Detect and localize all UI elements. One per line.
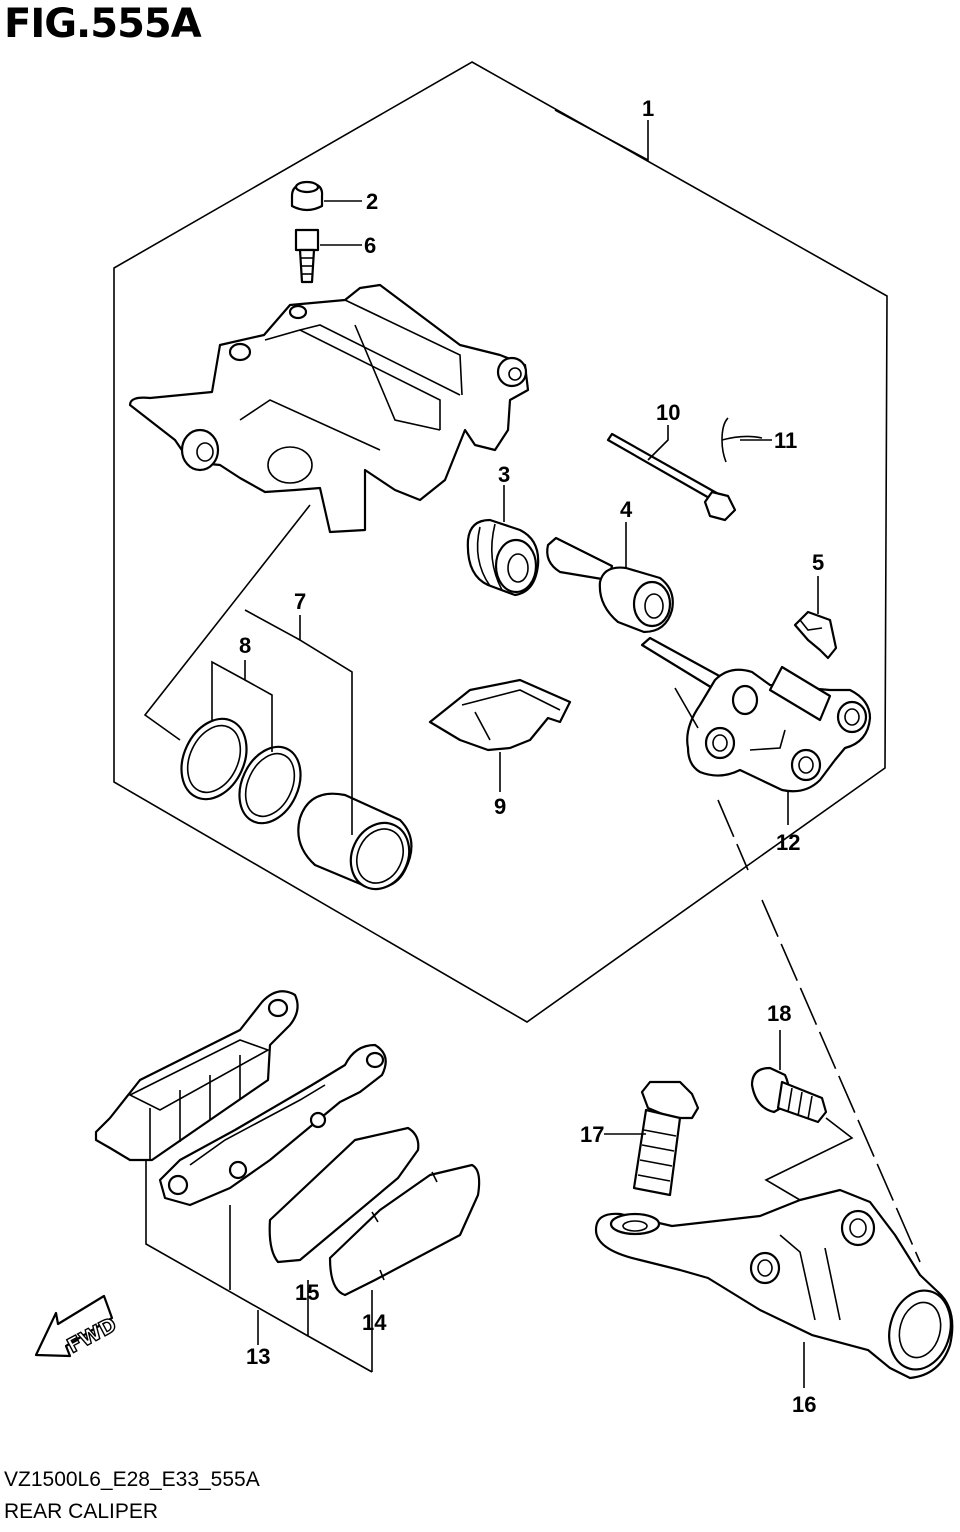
callout-4: 4 [620, 497, 633, 522]
part-18-bolt[interactable] [750, 1030, 828, 1124]
leader-15 [307, 1280, 373, 1373]
part-2-bleeder-cap[interactable] [290, 180, 362, 212]
leader-7b [244, 609, 301, 641]
leader-holder [764, 1117, 854, 1201]
part-7-seal[interactable] [228, 737, 313, 833]
leader-7 [299, 615, 353, 835]
figure-title: FIG.555A [4, 1, 202, 47]
callout-17: 17 [580, 1122, 604, 1147]
callout-5: 5 [812, 550, 824, 575]
leader-1 [554, 109, 649, 162]
part-6-bleeder-valve[interactable] [294, 228, 362, 284]
callout-18: 18 [767, 1001, 791, 1026]
assembly-outline [113, 61, 888, 1023]
forward-arrow: FWD [34, 1294, 121, 1359]
leader-8b [244, 679, 273, 752]
leader-body [143, 504, 311, 741]
part-4-sleeve[interactable] [546, 522, 674, 634]
callout-12: 12 [776, 830, 800, 855]
part-10-pad-pin[interactable] [606, 425, 737, 522]
part-11-pin-clip[interactable] [721, 417, 772, 463]
callout-1: 1 [642, 96, 654, 121]
callout-9: 9 [494, 794, 506, 819]
part-5-spring[interactable] [793, 576, 838, 660]
callout-2: 2 [366, 189, 378, 214]
model-code: VZ1500L6_E28_E33_555A [4, 1468, 260, 1491]
leader-13 [145, 1160, 309, 1337]
part-13-pad-outer[interactable] [94, 990, 387, 1207]
part-16-holder[interactable] [594, 1188, 959, 1388]
part-12-bracket[interactable] [640, 636, 872, 825]
part-14-shim[interactable] [328, 1163, 481, 1297]
leader-8 [211, 660, 246, 720]
part-8-seal[interactable] [169, 708, 259, 809]
piston [297, 792, 413, 891]
callout-14: 14 [362, 1310, 387, 1335]
figure-name: REAR CALIPER [4, 1500, 159, 1523]
part-3-boot[interactable] [466, 485, 540, 597]
connection-dashed-b [761, 899, 921, 1263]
connection-dashed-a [717, 799, 749, 871]
callout-7: 7 [294, 589, 306, 614]
callout-15: 15 [295, 1280, 319, 1305]
callout-13: 13 [246, 1344, 270, 1369]
part-15-shim[interactable] [268, 1126, 420, 1264]
part-9-pad-spring[interactable] [428, 678, 572, 792]
callout-8: 8 [239, 633, 251, 658]
callout-11: 11 [774, 428, 797, 453]
callout-3: 3 [498, 462, 510, 487]
part-17-bolt[interactable] [604, 1080, 700, 1197]
callout-6: 6 [364, 233, 376, 258]
caliper-body [128, 283, 530, 534]
callout-16: 16 [792, 1392, 816, 1417]
callout-10: 10 [656, 400, 680, 425]
